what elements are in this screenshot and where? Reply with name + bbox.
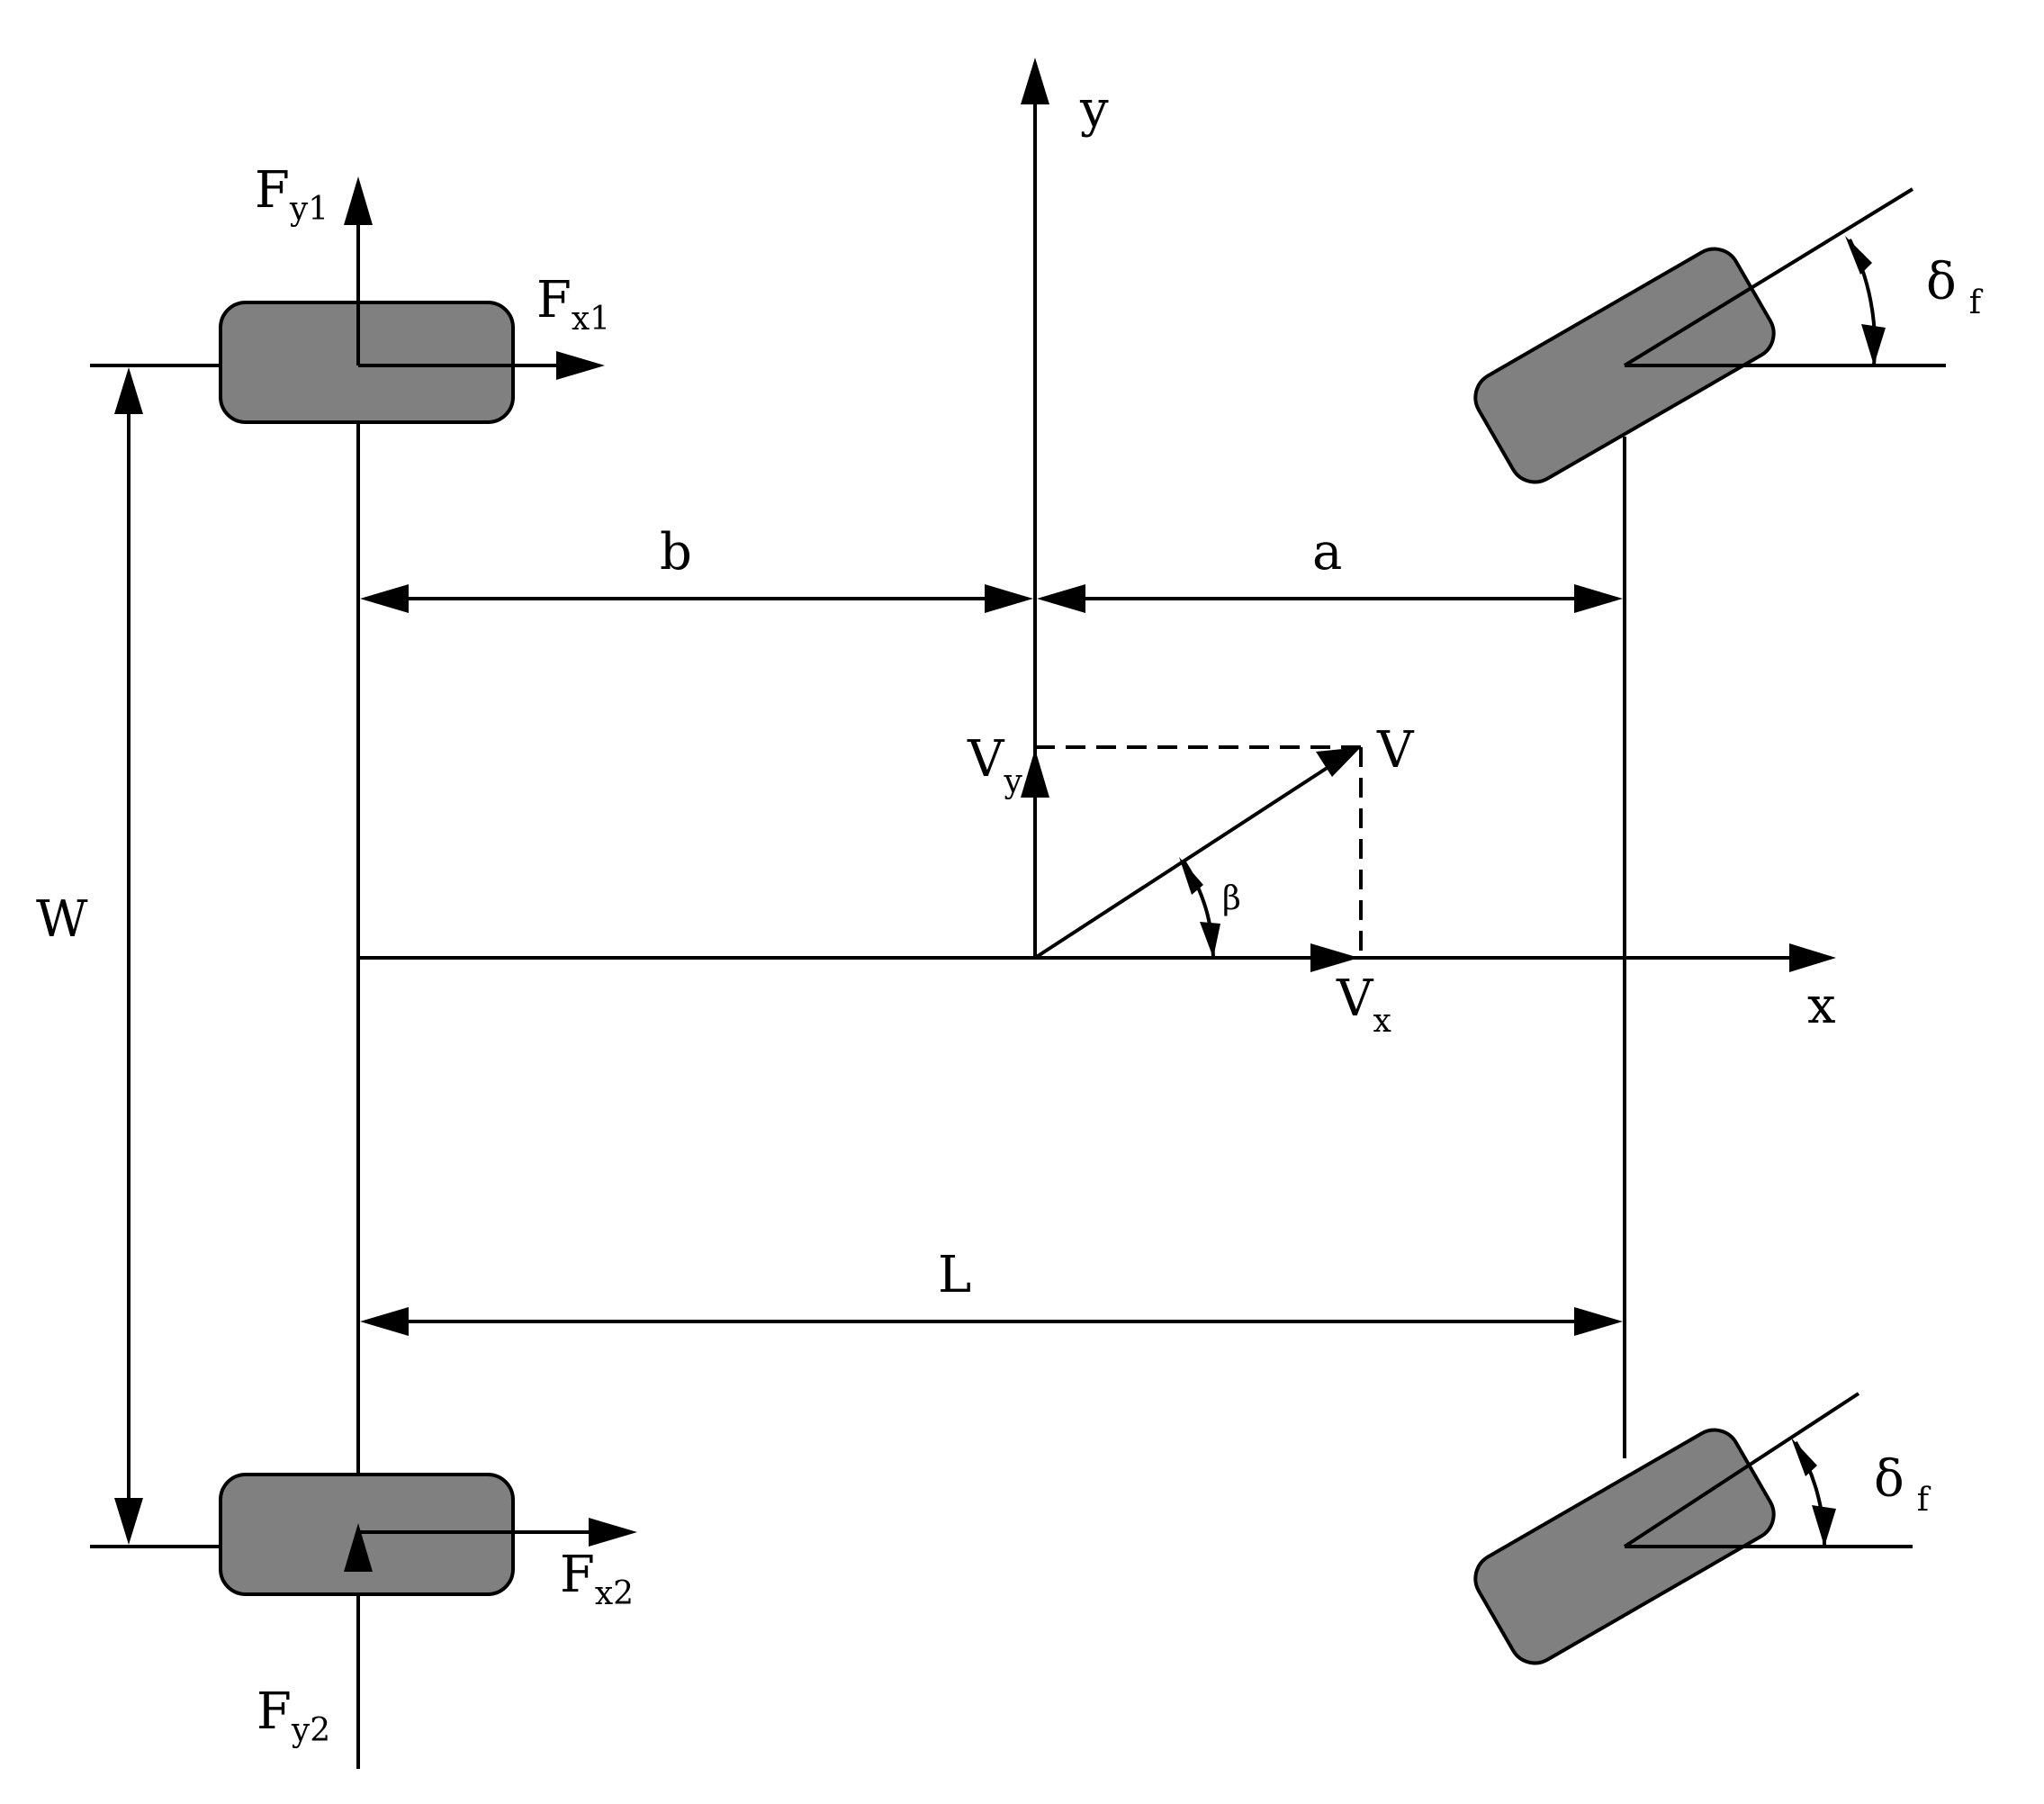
beta-label: β xyxy=(1222,880,1241,917)
fy1-main: F xyxy=(255,161,290,220)
a-label: a xyxy=(1312,523,1342,582)
fx2-main: F xyxy=(560,1546,595,1604)
fx2-sub: x2 xyxy=(595,1575,634,1612)
delta-bottom-arrowhead-upper xyxy=(1791,1438,1817,1476)
fy2-sub: y2 xyxy=(291,1712,330,1749)
w-arrowhead-top xyxy=(114,367,143,414)
vy-main: V xyxy=(967,730,1005,789)
vy-label: Vy xyxy=(967,730,1022,800)
fy1-arrowhead xyxy=(344,176,373,225)
x-axis-label: x xyxy=(1807,977,1836,1035)
beta-arrowhead-upper xyxy=(1179,857,1203,895)
delta-bottom-main: δ xyxy=(1874,1450,1904,1509)
fy1-sub: y1 xyxy=(289,191,329,228)
y-axis-arrowhead xyxy=(1021,58,1049,104)
fx1-arrowhead xyxy=(556,351,605,380)
fy2-main: F xyxy=(257,1682,292,1741)
front-left-heading-line xyxy=(1623,187,1914,367)
b-arrowhead-right xyxy=(985,584,1033,613)
b-arrowhead-left xyxy=(360,584,409,613)
fy2-label: Fy2 xyxy=(257,1682,330,1749)
vx-main: V xyxy=(1336,970,1374,1028)
fx1-label: Fx1 xyxy=(536,271,610,338)
delta-bottom-arrowhead-lower xyxy=(1812,1505,1836,1547)
delta-top-arrowhead-upper xyxy=(1845,236,1872,275)
l-arrowhead-right xyxy=(1574,1307,1623,1336)
a-arrowhead-right xyxy=(1574,584,1623,613)
y-axis-label: y xyxy=(1079,80,1109,139)
a-arrowhead-left xyxy=(1037,584,1085,613)
b-label: b xyxy=(660,523,692,582)
vx-label: Vx xyxy=(1336,970,1391,1040)
rear-left-wheel xyxy=(219,301,515,424)
l-label: L xyxy=(938,1246,971,1304)
v-label: V xyxy=(1376,721,1415,780)
fy1-label: Fy1 xyxy=(255,161,329,228)
vx-arrowhead xyxy=(1310,943,1359,972)
beta-arrowhead-lower xyxy=(1200,922,1220,958)
fx2-arrowhead xyxy=(589,1518,637,1547)
w-label: W xyxy=(36,890,88,949)
delta-top-sub: f xyxy=(1969,284,1984,321)
delta-bottom-sub: f xyxy=(1917,1482,1931,1519)
front-right-heading-line xyxy=(1623,1392,1860,1548)
vy-arrowhead xyxy=(1021,749,1049,798)
l-arrowhead-left xyxy=(360,1307,409,1336)
delta-top-main: δ xyxy=(1926,253,1957,311)
delta-top-arrowhead-lower xyxy=(1861,324,1886,365)
fx2-label: Fx2 xyxy=(560,1546,634,1612)
velocity-arrowhead xyxy=(1316,747,1361,777)
fx1-main: F xyxy=(536,271,572,329)
w-arrowhead-bottom xyxy=(114,1498,143,1545)
vy-sub: y xyxy=(1003,763,1022,800)
fx1-sub: x1 xyxy=(572,301,610,338)
rear-right-wheel xyxy=(219,1473,515,1596)
fy2-arrowhead xyxy=(344,1523,373,1572)
x-axis-arrowhead xyxy=(1789,943,1836,972)
vx-sub: x xyxy=(1373,1003,1391,1040)
